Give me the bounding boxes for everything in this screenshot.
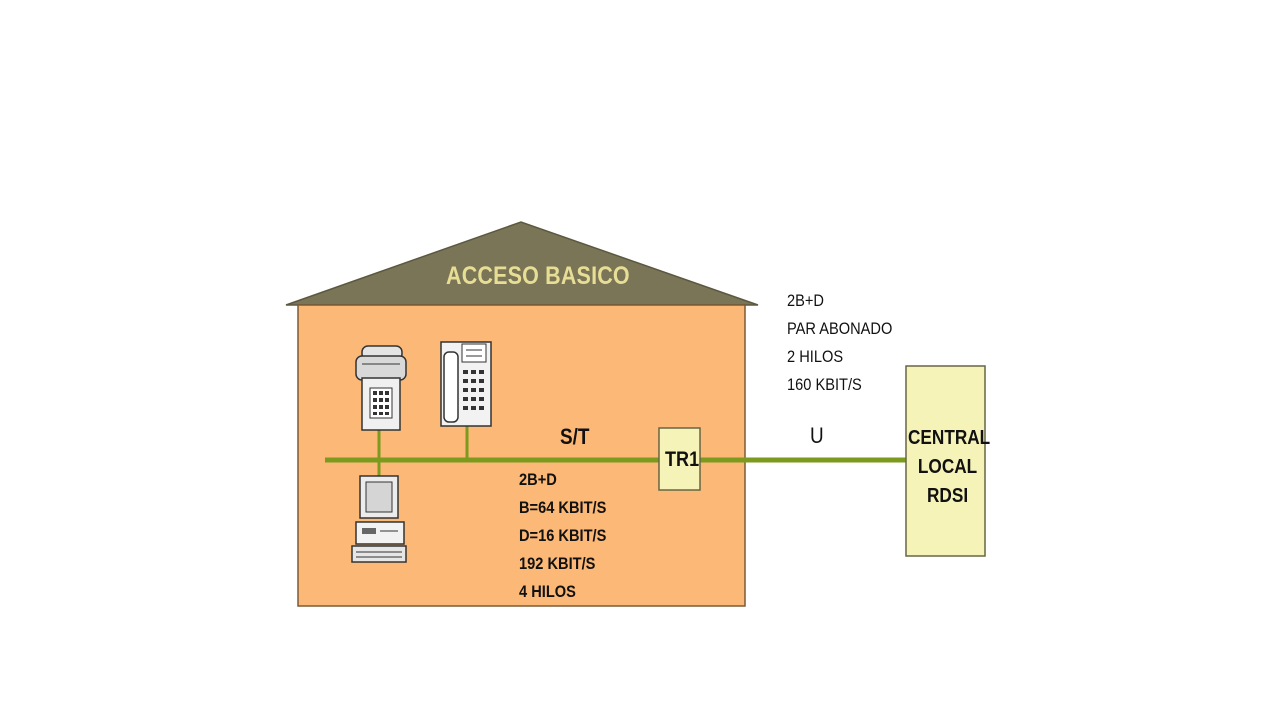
tr1-label: TR1 [665, 448, 700, 471]
fax-icon [355, 345, 407, 431]
computer-icon [351, 475, 407, 563]
central-box [905, 365, 986, 557]
tr1-box [658, 427, 701, 491]
central-label: CENTRAL LOCAL RDSI [908, 424, 991, 511]
central-label-line: CENTRAL [908, 427, 991, 449]
line-spec-text: 2B+D PAR ABONADO 2 HILOS 160 KBIT/S [787, 287, 892, 399]
house-title: ACCESO BASICO [446, 262, 630, 290]
house-spec-line: D=16 KBIT/S [519, 526, 607, 545]
line-spec-line: 2B+D [787, 291, 824, 310]
house-spec-line: 2B+D [519, 470, 557, 489]
central-label-line: LOCAL [917, 456, 978, 478]
line-spec-line: 2 HILOS [787, 347, 844, 366]
line-spec-line: PAR ABONADO [787, 319, 893, 338]
house-spec-line: B=64 KBIT/S [519, 498, 607, 517]
central-label-line: RDSI [927, 485, 969, 507]
house-spec-text: 2B+D B=64 KBIT/S D=16 KBIT/S 192 KBIT/S … [519, 466, 606, 606]
house-spec-line: 192 KBIT/S [519, 554, 596, 573]
u-line-label: U [810, 423, 824, 448]
st-bus-label: S/T [560, 424, 590, 449]
house-spec-line: 4 HILOS [519, 582, 576, 601]
line-spec-line: 160 KBIT/S [787, 375, 862, 394]
telephone-icon [440, 341, 492, 427]
